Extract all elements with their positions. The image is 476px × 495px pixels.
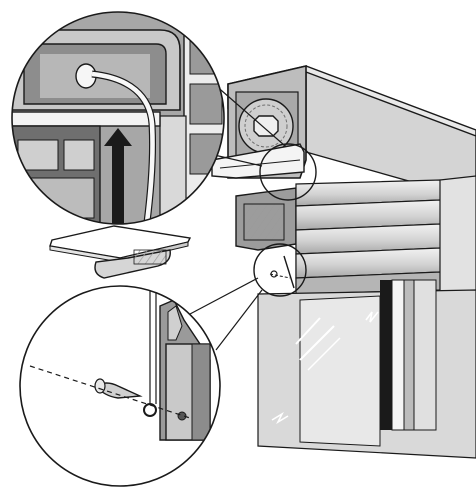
roll-layer <box>244 104 288 148</box>
cord-clip-icon <box>12 111 161 127</box>
guide-profile <box>235 187 297 290</box>
screw-hook-icon <box>143 403 157 417</box>
detail-circle-top <box>11 11 225 225</box>
window-frame-dark <box>380 280 392 430</box>
shaft-icon <box>253 115 279 137</box>
upward-arrow-icon <box>104 128 132 224</box>
shutter-slats <box>295 175 476 297</box>
detail-callout-hook <box>253 243 307 297</box>
shutter-housing <box>211 64 476 201</box>
cord-clip-part <box>49 225 192 279</box>
screw-hook-icon <box>270 270 278 278</box>
detail-circle-bottom <box>19 285 221 487</box>
window-wall <box>257 279 476 459</box>
pull-cord <box>283 255 295 289</box>
pull-cord <box>91 71 155 224</box>
detail-callout-clip <box>259 143 317 201</box>
base-rail <box>211 143 305 179</box>
drill-hole <box>177 411 187 421</box>
